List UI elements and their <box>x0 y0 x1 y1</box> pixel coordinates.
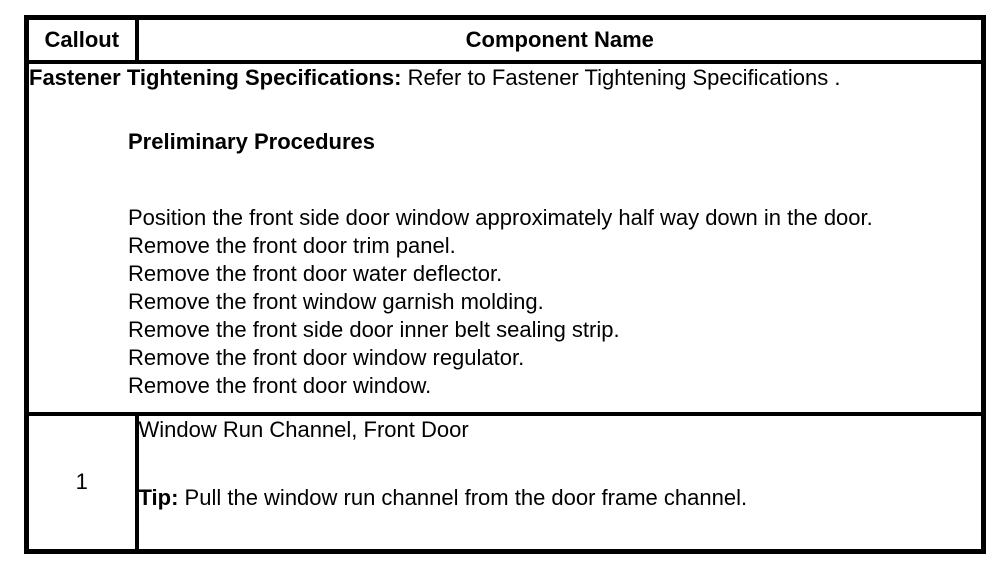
step-line: Remove the front window garnish molding. <box>128 289 544 314</box>
tip-line: Tip: Pull the window run channel from th… <box>139 484 982 512</box>
preliminary-steps: Position the front side door window appr… <box>128 204 981 400</box>
spec-intro-line: Fastener Tightening Specifications: Refe… <box>29 64 981 92</box>
spec-bold-label: Fastener Tightening Specifications: <box>29 65 402 90</box>
spec-row: Fastener Tightening Specifications: Refe… <box>24 60 986 416</box>
step-line: Remove the front door window regulator. <box>128 345 525 370</box>
tip-text: Pull the window run channel from the doo… <box>184 484 748 510</box>
component-cell: Window Run Channel, Front Door Tip: Pull… <box>134 411 986 554</box>
step-line: Remove the front door window. <box>128 373 432 398</box>
step-line: Remove the front door water deflector. <box>128 261 503 286</box>
preliminary-procedures-title: Preliminary Procedures <box>128 129 376 154</box>
step-line: Position the front side door window appr… <box>128 205 873 230</box>
callout-row: 1 Window Run Channel, Front Door Tip: Pu… <box>24 411 986 554</box>
step-line: Remove the front door trim panel. <box>128 233 456 258</box>
spec-cell: Fastener Tightening Specifications: Refe… <box>24 60 986 416</box>
step-line: Remove the front side door inner belt se… <box>128 317 620 342</box>
header-component-cell: Component Name <box>134 15 986 64</box>
preliminary-block: Preliminary Procedures Position the fron… <box>128 128 981 400</box>
component-name-text: Window Run Channel, Front Door <box>138 416 469 442</box>
tip-label: Tip: <box>138 484 179 510</box>
callout-component-table: Callout Component Name Fastener Tighteni… <box>24 15 986 554</box>
table-header-row: Callout Component Name <box>24 15 986 64</box>
spec-refer-text: Refer to Fastener Tightening Specificati… <box>407 65 841 90</box>
header-callout-cell: Callout <box>24 15 139 64</box>
callout-number-cell: 1 <box>24 411 139 554</box>
